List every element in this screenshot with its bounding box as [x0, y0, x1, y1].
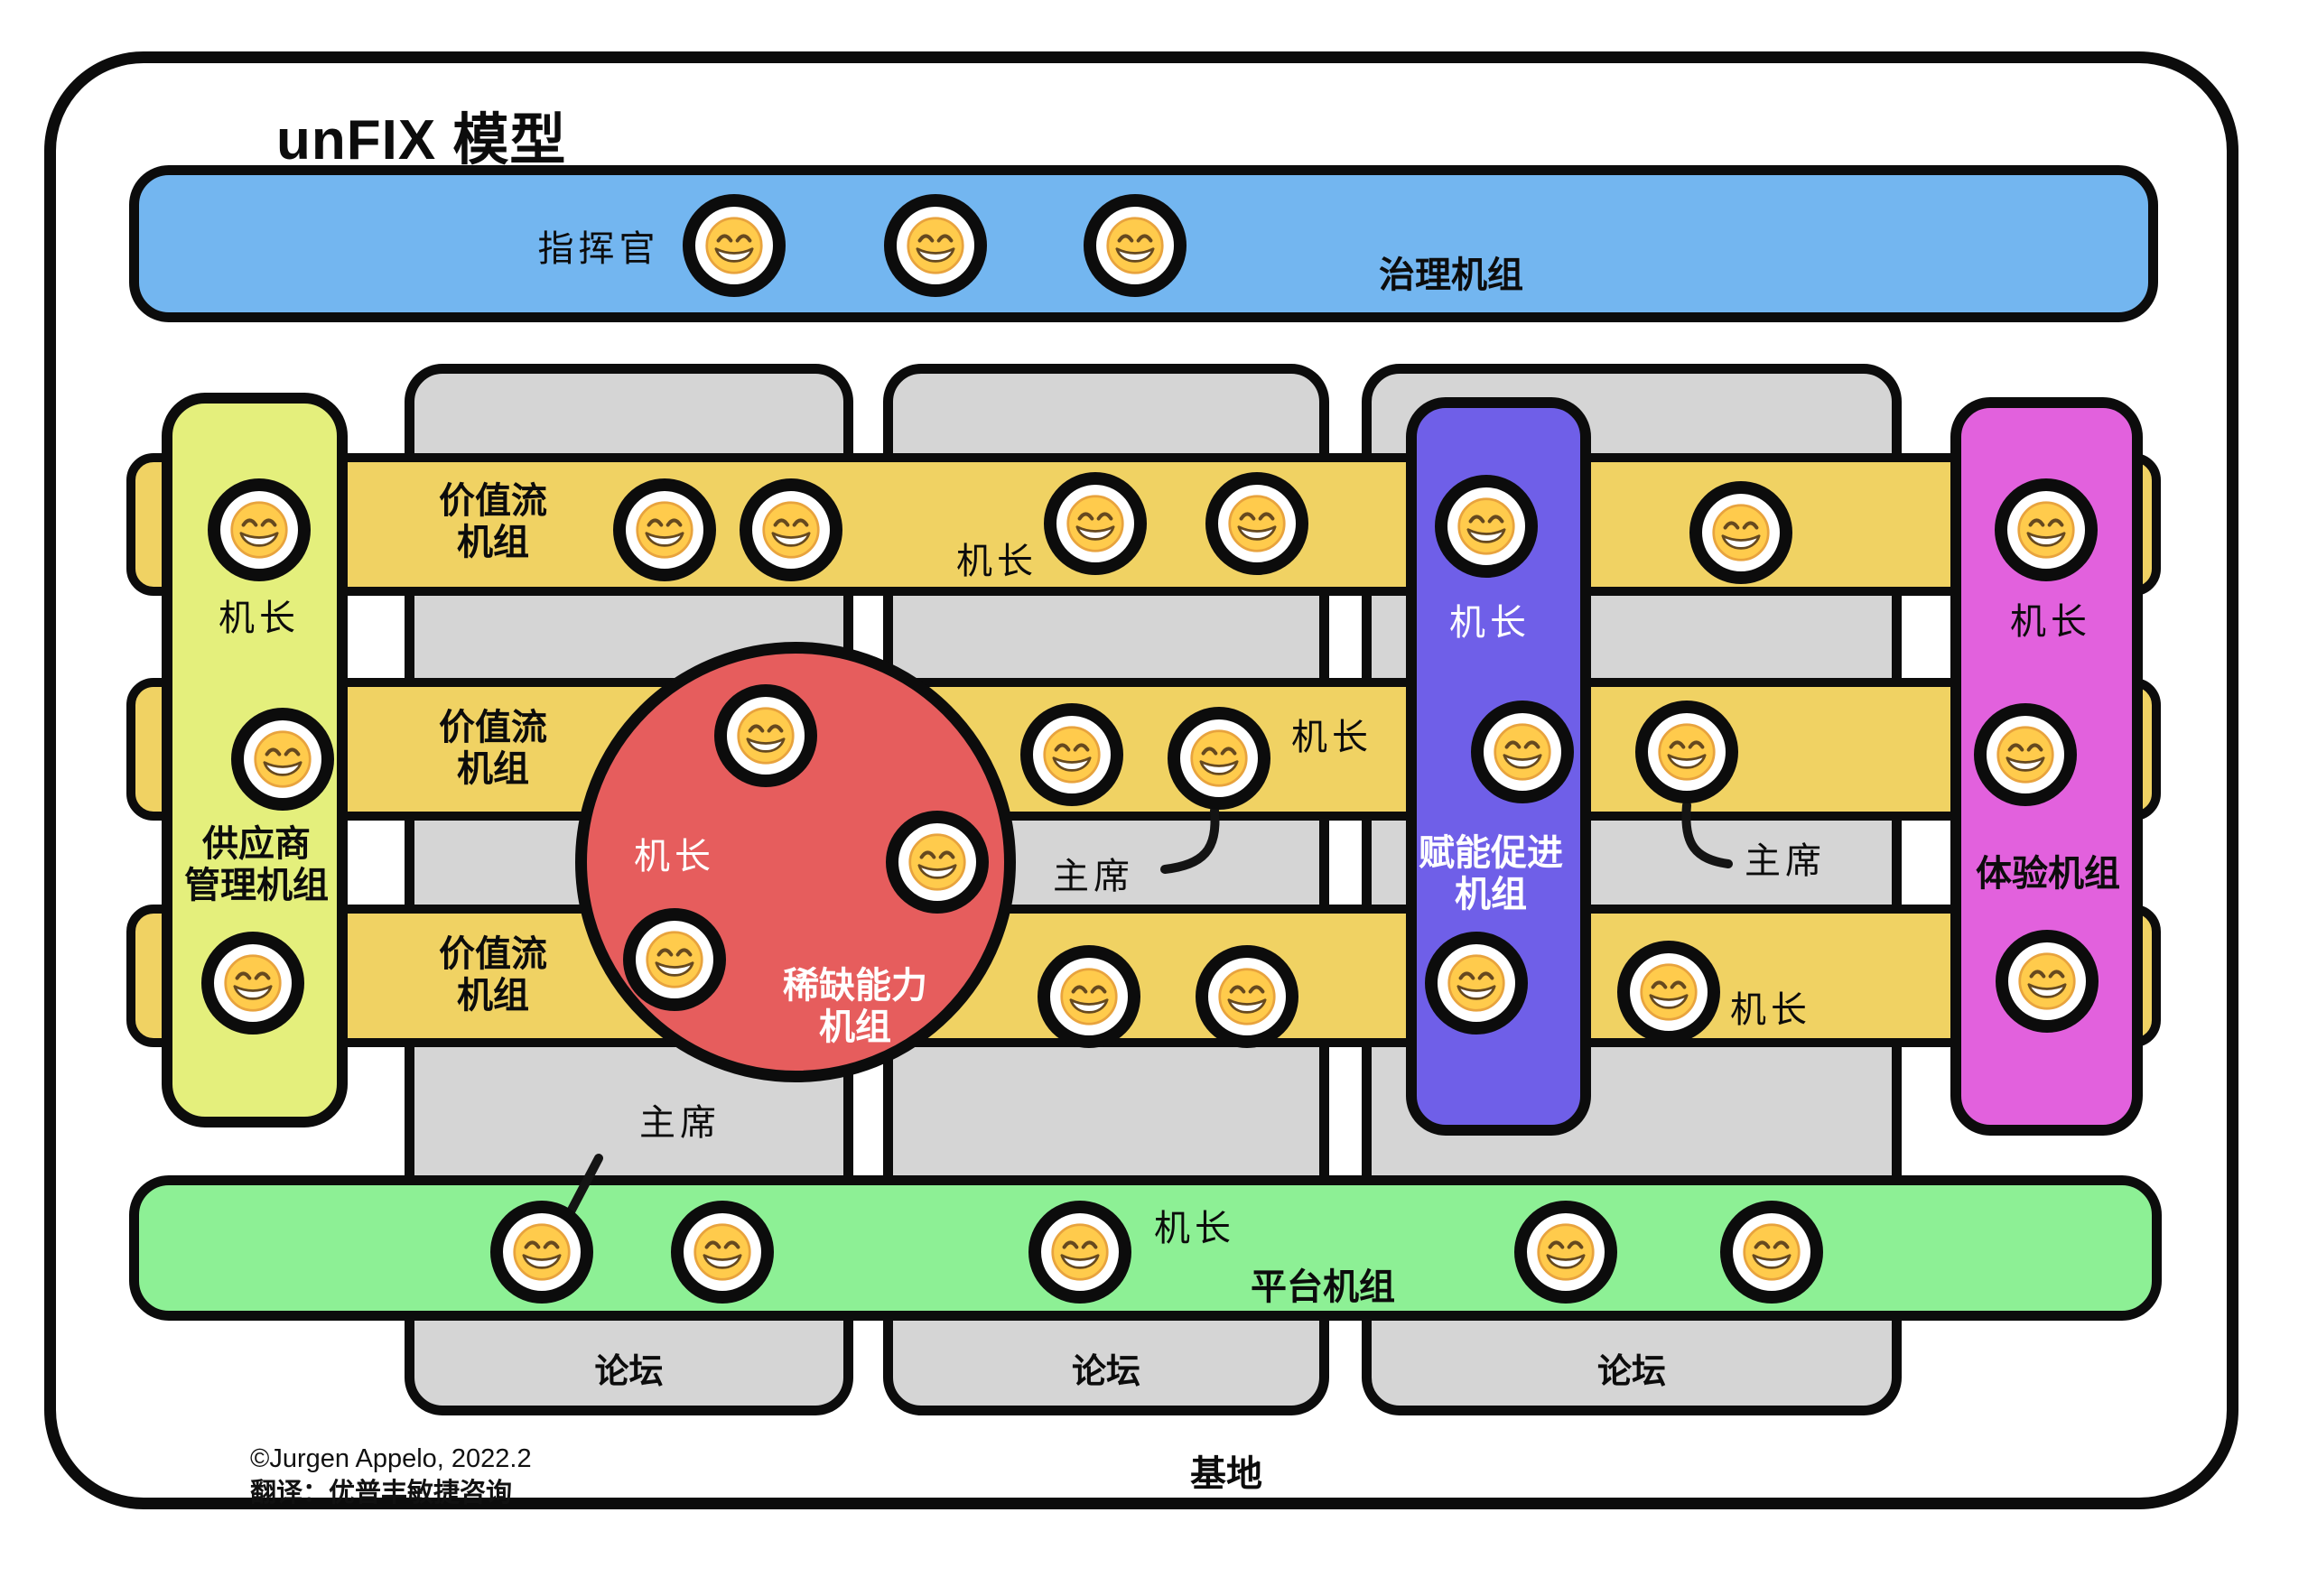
grinning-face-icon: [1447, 954, 1505, 1012]
grinning-face-icon: [1106, 217, 1164, 274]
grinning-face-icon: [908, 833, 966, 891]
grinning-face-icon: [1060, 968, 1118, 1025]
grinning-face-icon: [762, 501, 820, 559]
role-label: 机长: [2010, 601, 2091, 643]
grinning-face-icon: [1190, 729, 1248, 787]
scarce-crew-label: 稀缺能力 机组: [783, 966, 927, 1047]
forum-label: 论坛: [594, 1353, 664, 1391]
member-emoji-experience: [1974, 703, 2077, 806]
grinning-face-icon: [254, 730, 312, 788]
grinning-face-icon: [907, 217, 964, 274]
grinning-face-icon: [1640, 963, 1698, 1021]
grinning-face-icon: [646, 931, 703, 988]
grinning-face-icon: [224, 954, 282, 1012]
platform-crew-bar: [129, 1175, 2162, 1321]
value-stream-crew-3: [126, 905, 2161, 1047]
forum-label: 论坛: [1071, 1353, 1141, 1391]
member-emoji-value-stream-2: [1020, 703, 1123, 806]
grinning-face-icon: [705, 217, 763, 274]
role-label: 机长: [956, 541, 1038, 582]
member-emoji-platform: [671, 1201, 774, 1304]
role-label: 主席: [639, 1102, 721, 1144]
role-label: 机长: [1154, 1208, 1235, 1249]
member-emoji-supplier: [208, 478, 311, 581]
member-emoji-enablement: [1425, 932, 1528, 1035]
member-emoji-enablement: [1435, 475, 1538, 578]
grinning-face-icon: [2017, 501, 2075, 559]
platform-crew-label: 平台机组: [1251, 1267, 1395, 1307]
member-emoji-value-stream-1: [1689, 481, 1792, 584]
member-emoji-value-stream-1: [1044, 472, 1147, 575]
translation-credit-text: 翻译：优普丰敏捷咨询: [250, 1479, 513, 1508]
grinning-face-icon: [1228, 495, 1286, 552]
member-emoji-platform: [490, 1201, 593, 1304]
role-label: 机长: [1291, 717, 1373, 758]
grinning-face-icon: [1743, 1223, 1801, 1281]
grinning-face-icon: [737, 707, 795, 765]
grinning-face-icon: [636, 501, 693, 559]
experience-crew-label: 体验机组: [1976, 854, 2120, 894]
member-emoji-value-stream-3: [1038, 945, 1140, 1048]
member-emoji-platform: [1028, 1201, 1131, 1304]
value-stream-crew-label: 价值流 机组: [439, 481, 547, 562]
member-emoji-value-stream-1: [613, 478, 716, 581]
grinning-face-icon: [1066, 495, 1124, 552]
member-emoji-scarce: [886, 811, 989, 914]
value-stream-crew-label: 价值流 机组: [439, 934, 547, 1016]
grinning-face-icon: [1043, 726, 1101, 784]
copyright-text: ©Jurgen Appelo, 2022.2: [250, 1444, 532, 1473]
member-emoji-governance: [683, 194, 786, 297]
member-emoji-enablement: [1471, 701, 1574, 803]
value-stream-crew-label: 价值流 机组: [439, 708, 547, 789]
grinning-face-icon: [2018, 952, 2076, 1010]
role-label: 机长: [219, 598, 300, 639]
member-emoji-platform: [1720, 1201, 1823, 1304]
member-emoji-experience: [1995, 478, 2098, 581]
member-emoji-value-stream-2: [1635, 701, 1738, 803]
grinning-face-icon: [1051, 1223, 1109, 1281]
grinning-face-icon: [1494, 723, 1551, 781]
member-emoji-value-stream-1: [740, 478, 842, 581]
grinning-face-icon: [1218, 968, 1276, 1025]
member-emoji-scarce: [714, 684, 817, 787]
member-emoji-experience: [1996, 930, 2099, 1033]
member-emoji-governance: [884, 194, 987, 297]
role-label: 机长: [1730, 989, 1811, 1031]
role-label: 主席: [1745, 840, 1826, 882]
member-emoji-value-stream-1: [1205, 472, 1308, 575]
member-emoji-supplier: [201, 932, 304, 1035]
enablement-crew-label: 赋能促进 机组: [1419, 833, 1563, 914]
supplier-crew-label: 供应商 管理机组: [184, 824, 329, 905]
member-emoji-value-stream-2: [1168, 707, 1270, 810]
member-emoji-value-stream-3: [1196, 945, 1298, 1048]
grinning-face-icon: [1658, 723, 1716, 781]
member-emoji-governance: [1084, 194, 1187, 297]
role-label: 主席: [1053, 856, 1134, 897]
member-emoji-scarce: [623, 908, 726, 1011]
value-stream-crew-2: [126, 678, 2161, 821]
grinning-face-icon: [1457, 497, 1515, 555]
base-label: 基地: [1190, 1454, 1262, 1494]
grinning-face-icon: [513, 1223, 571, 1281]
role-label: 指挥官: [537, 228, 660, 270]
grinning-face-icon: [230, 501, 288, 559]
forum-label: 论坛: [1596, 1353, 1667, 1391]
page-title: unFIX 模型: [276, 109, 567, 172]
member-emoji-value-stream-3: [1617, 941, 1720, 1044]
grinning-face-icon: [693, 1223, 751, 1281]
grinning-face-icon: [1996, 726, 2054, 784]
member-emoji-supplier: [231, 708, 334, 811]
role-label: 机长: [1449, 602, 1531, 644]
governance-crew-label: 治理机组: [1379, 255, 1523, 295]
member-emoji-platform: [1514, 1201, 1617, 1304]
grinning-face-icon: [1712, 504, 1770, 561]
role-label: 机长: [634, 836, 715, 877]
grinning-face-icon: [1537, 1223, 1595, 1281]
